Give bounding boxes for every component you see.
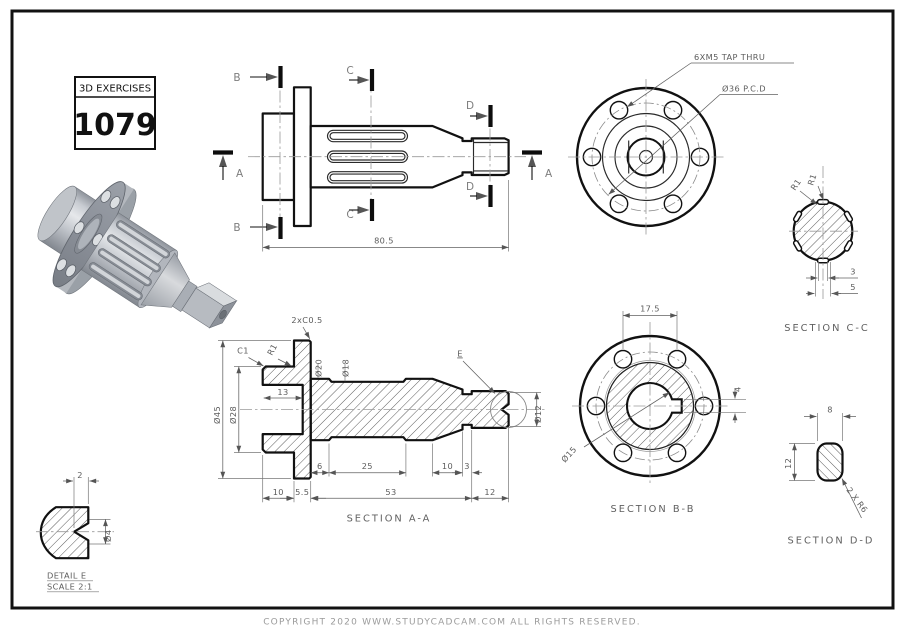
dim-overall: 80.5 [374, 236, 394, 246]
dim-3: 3 [464, 461, 470, 471]
section-bb: 17.5 4 Ø15 SECTION B-B [559, 304, 746, 515]
marker-c-bottom: C [346, 209, 353, 221]
isometric-view [37, 181, 238, 329]
dim-10a: 10 [442, 461, 453, 471]
detail-e-dims: 2 Ø4 [63, 470, 113, 545]
dim-d4: Ø4 [103, 530, 113, 542]
detail-e-scale: SCALE 2:1 [47, 582, 93, 592]
flange-section [261, 339, 312, 480]
marker-d-bottom: D [466, 181, 474, 193]
dim-25: 25 [362, 461, 373, 471]
front-view-centerlines [568, 79, 724, 235]
title-block: 3D EXERCISES 1079 [73, 76, 157, 150]
dim-175: 17.5 [640, 304, 660, 314]
exercise-number: 1079 [73, 108, 157, 143]
dim-d12: Ø12 [533, 405, 543, 423]
sheet-border [10, 9, 895, 610]
section-cc-centerlines [789, 166, 858, 299]
section-dd-title: SECTION D-D [788, 536, 875, 547]
dim-55: 5.5 [295, 487, 309, 497]
side-view: B B C C D D A A 80.5 [213, 65, 553, 252]
dim-groove-3: 3 [850, 267, 856, 277]
section-bb-hatch [606, 362, 694, 450]
dim-2xr6: 2 X R6 [844, 485, 870, 514]
dim-r1-b: R1 [805, 172, 818, 186]
dim-groove-5: 5 [850, 282, 856, 292]
section-aa-bottom-dims: 6 25 10 3 10 5.5 53 12 [262, 428, 509, 503]
dim-d15: Ø15 [559, 444, 579, 464]
spline-grooves-3d [88, 220, 170, 301]
label-detail-e: E [457, 349, 463, 359]
dim-d20: Ø20 [314, 359, 324, 377]
bore-keyway-outline [626, 382, 683, 430]
section-bb-centerlines [572, 322, 728, 484]
detail-e-body [39, 506, 90, 560]
marker-a-right: A [545, 168, 553, 180]
copyright-text: COPYRIGHT 2020 WWW.STUDYCADCAM.COM ALL R… [263, 618, 641, 628]
section-cc-title: SECTION C-C [784, 323, 870, 334]
dim-13: 13 [277, 387, 288, 397]
exercise-series-label: 3D EXERCISES [79, 84, 151, 95]
dim-10b: 10 [273, 487, 284, 497]
marker-b-top: B [233, 72, 240, 84]
square-end-3d [181, 282, 238, 329]
dim-r1: R1 [265, 342, 279, 357]
section-dd: 8 12 2 X R6 SECTION D-D [783, 405, 875, 547]
dim-keyway-4: 4 [733, 386, 743, 392]
section-cc-dims: 3 5 R1 R1 [788, 172, 858, 297]
dim-2: 2 [77, 470, 83, 480]
section-aa-right-dim: Ø12 [510, 392, 543, 427]
section-aa-callouts: 2xC0.5 C1 R1 Ø20 Ø18 E [237, 315, 496, 394]
dim-d45: Ø45 [212, 406, 222, 424]
detail-e-title: DETAIL E [47, 571, 86, 581]
dim-12-dd: 12 [783, 458, 793, 469]
pcd-callout: Ø36 P.C.D [608, 84, 778, 195]
flange-bolt-holes-3d [56, 190, 121, 278]
dim-r1-a: R1 [788, 177, 803, 192]
dim-d18: Ø18 [341, 359, 351, 377]
section-markers: B B C C D D A A [213, 65, 553, 239]
marker-b-bottom: B [233, 222, 240, 234]
section-cc: 3 5 R1 R1 SECTION C-C [784, 166, 870, 334]
marker-d-top: D [466, 100, 474, 112]
section-aa-left-dims: Ø45 Ø28 13 [212, 340, 303, 479]
section-aa: 2xC0.5 C1 R1 Ø20 Ø18 E Ø45 Ø28 13 Ø12 [212, 315, 545, 525]
section-dd-body [816, 442, 844, 482]
marker-a-left: A [236, 168, 244, 180]
label-pcd: Ø36 P.C.D [722, 84, 766, 94]
dim-d28: Ø28 [228, 406, 238, 424]
front-view: 6XM5 TAP THRU Ø36 P.C.D [568, 52, 794, 235]
dim-53: 53 [385, 487, 396, 497]
dim-6: 6 [317, 461, 323, 471]
dim-c1: C1 [237, 346, 249, 356]
detail-e: 2 Ø4 DETAIL E SCALE 2:1 [36, 470, 114, 593]
dim-8: 8 [827, 405, 833, 415]
section-bb-title: SECTION B-B [611, 504, 696, 515]
section-aa-title: SECTION A-A [347, 514, 432, 525]
dim-12: 12 [484, 487, 495, 497]
overall-length-dim: 80.5 [262, 180, 509, 252]
marker-c-top: C [346, 65, 353, 77]
dim-chamfer: 2xC0.5 [291, 315, 322, 325]
tap-thru-callout: 6XM5 TAP THRU [626, 52, 794, 108]
label-tap-thru: 6XM5 TAP THRU [694, 52, 765, 62]
